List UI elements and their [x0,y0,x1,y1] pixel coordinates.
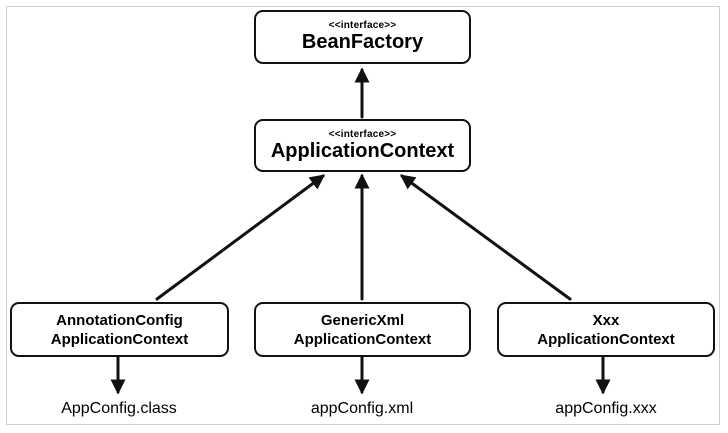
diagram-frame [6,6,720,425]
applicationcontext-stereotype: <<interface>> [328,128,397,140]
config-xml-label: appConfig.xml [310,400,414,417]
genericxml-box: GenericXml ApplicationContext [254,302,471,357]
arrow-annotation-to-appcontext [155,174,326,301]
genericxml-line2: ApplicationContext [293,330,432,348]
genericxml-line1: GenericXml [320,311,405,329]
annotationconfig-box: AnnotationConfig ApplicationContext [10,302,229,357]
beanfactory-name: BeanFactory [301,31,424,53]
beanfactory-stereotype: <<interface>> [328,20,397,31]
config-annotation-label: AppConfig.class [61,400,177,417]
arrow-xxx-to-appcontext [399,174,572,301]
config-xxx-label: appConfig.xxx [555,400,657,417]
xxx-line2: ApplicationContext [537,330,675,348]
annotationconfig-line1: AnnotationConfig [56,311,183,329]
xxx-line1: Xxx [592,311,620,329]
applicationcontext-name: ApplicationContext [270,139,455,162]
annotationconfig-line2: ApplicationContext [50,330,189,348]
beanfactory-box: <<interface>> BeanFactory [254,10,471,64]
applicationcontext-box: <<interface>> ApplicationContext [254,119,471,172]
xxx-box: Xxx ApplicationContext [497,302,715,357]
